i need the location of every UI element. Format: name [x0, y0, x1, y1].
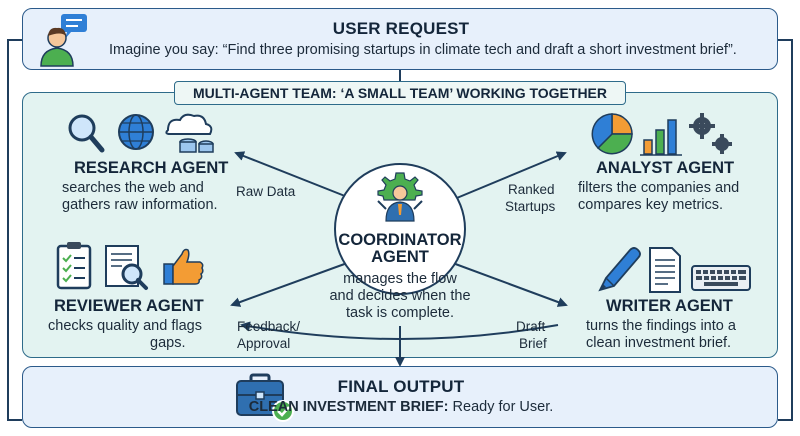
- gears-icon: [689, 113, 732, 154]
- flow-label-draft-line2: Brief: [519, 336, 547, 351]
- flow-label-feedback-line2: Approval: [237, 336, 291, 351]
- briefcase-check-icon: [236, 373, 294, 422]
- flow-label-draft-line1: Draft: [516, 319, 546, 334]
- clipboard-checklist-icon: [56, 242, 92, 290]
- arrow-to-reviewer: [230, 261, 351, 307]
- document-icon: [649, 247, 681, 293]
- reviewer-agent-desc-line1: checks quality and flags: [48, 318, 202, 334]
- reviewer-agent-title: REVIEWER AGENT: [54, 297, 204, 315]
- document-magnifier-icon: [105, 245, 148, 290]
- globe-icon: [118, 114, 154, 150]
- coordinator-title-line1: COORDINATOR: [338, 231, 462, 249]
- final-output-line: CLEAN INVESTMENT BRIEF: Ready for User.: [23, 398, 779, 416]
- pie-chart-icon: [591, 113, 633, 155]
- writer-agent-desc-line1: turns the findings into a: [586, 318, 736, 334]
- arrow-to-writer: [449, 261, 568, 307]
- flow-label-feedback-line1: Feedback/: [237, 319, 301, 334]
- arrow-to-analyst: [451, 151, 567, 201]
- research-agent-desc-line2: gathers raw information.: [62, 197, 218, 213]
- flow-label-ranked-line1: Ranked: [508, 182, 555, 197]
- user-request-text: Imagine you say: “Find three promising s…: [109, 42, 737, 58]
- arrow-to-research: [234, 151, 356, 201]
- flow-label-raw-data: Raw Data: [236, 184, 296, 199]
- keyboard-icon: [691, 265, 751, 291]
- analyst-icons: [591, 113, 732, 156]
- user-speech-icon: [40, 14, 87, 67]
- user-request-panel: USER REQUEST Imagine you say: “Find thre…: [22, 8, 778, 70]
- coordinator-desc-line3: task is complete.: [346, 305, 454, 321]
- thumbs-up-icon: [163, 248, 204, 285]
- pen-icon: [598, 247, 641, 292]
- coordinator-title-line2: AGENT: [371, 248, 429, 266]
- final-output-panel: FINAL OUTPUT CLEAN INVESTMENT BRIEF: Rea…: [22, 366, 778, 428]
- team-banner: MULTI-AGENT TEAM: ‘A SMALL TEAM’ WORKING…: [174, 81, 626, 105]
- cloud-database-icon: [165, 113, 214, 153]
- research-agent-title: RESEARCH AGENT: [74, 159, 229, 177]
- magnifier-icon: [68, 114, 105, 153]
- analyst-agent-desc-line2: compares key metrics.: [578, 197, 724, 213]
- bar-chart-icon: [640, 119, 682, 156]
- research-agent-desc-line1: searches the web and: [62, 180, 204, 196]
- reviewer-agent-desc-line2: gaps.: [150, 335, 186, 351]
- coordinator-desc-line1: manages the flow: [343, 271, 457, 287]
- final-output-label-rest: Ready for User.: [448, 399, 554, 415]
- coordinator-gear-person-icon: [377, 172, 423, 222]
- reviewer-icons: [56, 242, 204, 290]
- writer-agent-title: WRITER AGENT: [606, 297, 733, 315]
- writer-icons: [598, 247, 751, 293]
- research-icons: [68, 113, 214, 153]
- final-output-label-bold: CLEAN INVESTMENT BRIEF:: [248, 399, 449, 415]
- final-output-title: FINAL OUTPUT: [337, 377, 465, 396]
- analyst-agent-title: ANALYST AGENT: [596, 159, 735, 177]
- analyst-agent-desc-line1: filters the companies and: [578, 180, 740, 196]
- coordinator-desc-line2: and decides when the: [329, 288, 471, 304]
- user-request-title: USER REQUEST: [332, 19, 470, 38]
- writer-agent-desc-line2: clean investment brief.: [586, 335, 732, 351]
- flow-label-ranked-line2: Startups: [505, 199, 556, 214]
